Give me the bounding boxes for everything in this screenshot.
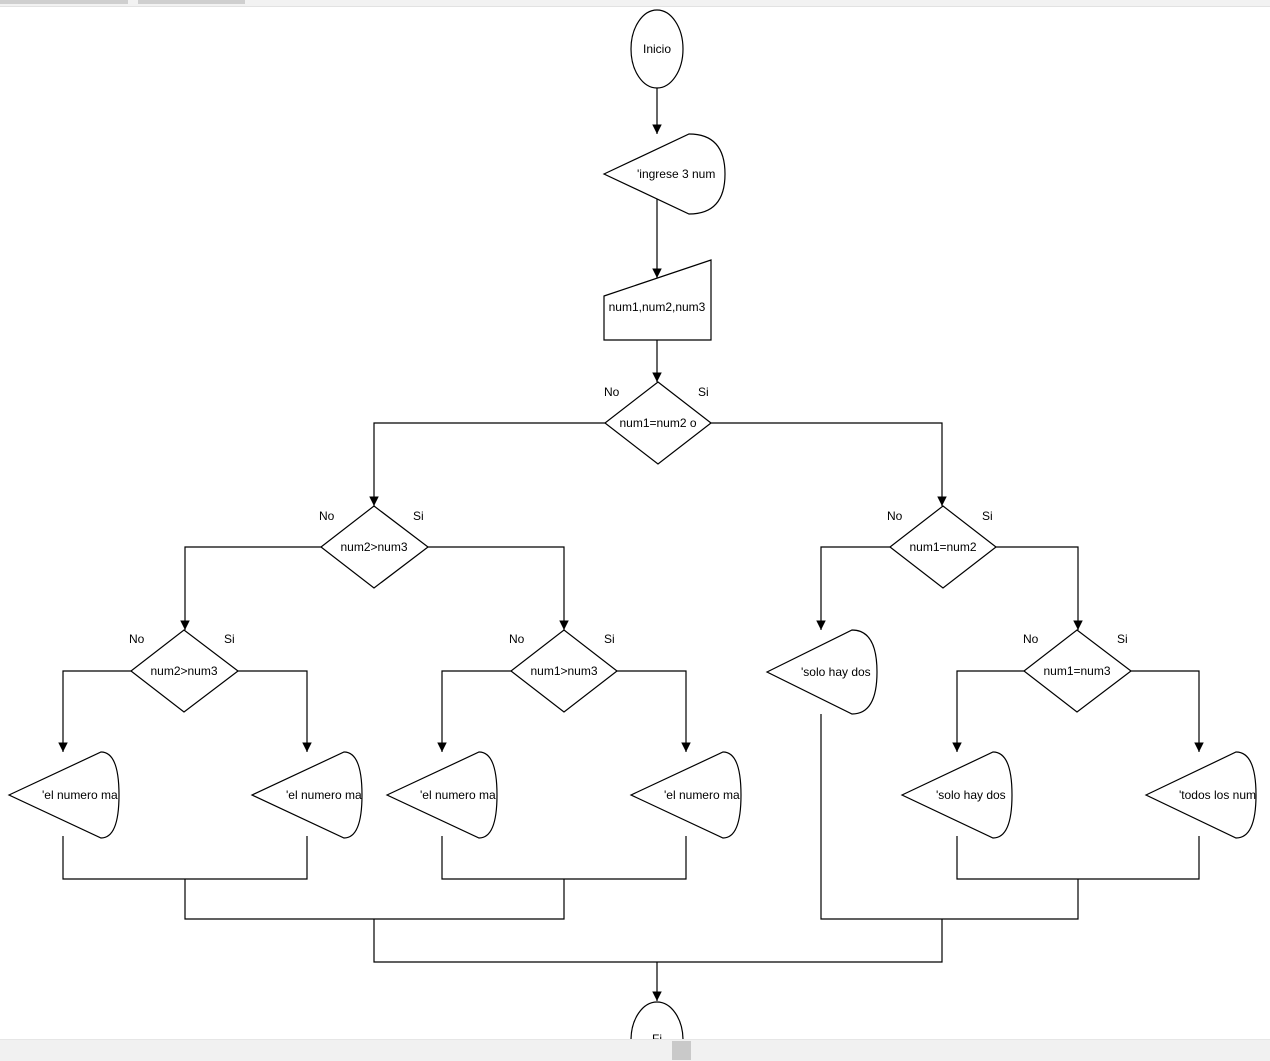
top-toolbar-strip — [0, 0, 1270, 7]
display-node-out-1[interactable]: 'el numero ma — [7, 751, 120, 839]
decision-right-label: num1=num2 — [909, 540, 976, 554]
branch-no-label: No — [887, 509, 903, 523]
display-node-prompt[interactable]: 'ingrese 3 num — [602, 133, 726, 215]
branch-si-label: Si — [1117, 632, 1128, 646]
branch-no-label: No — [129, 632, 145, 646]
display-node-out-2[interactable]: 'el numero ma — [250, 751, 363, 839]
decision-left-label: num2>num3 — [340, 540, 407, 554]
output-todos-label: 'todos los num — [1179, 788, 1256, 802]
decision-ll-label: num2>num3 — [150, 664, 217, 678]
output-solo-2-label: 'solo hay dos — [936, 788, 1006, 802]
branch-no-label: No — [604, 385, 620, 399]
horizontal-scrollbar[interactable] — [0, 1039, 1270, 1061]
input-label: num1,num2,num3 — [609, 300, 706, 314]
decision-node-left[interactable]: num2>num3 — [320, 505, 429, 589]
toolbar-tab[interactable] — [0, 0, 128, 4]
branch-si-label: Si — [413, 509, 424, 523]
decision-node-lr[interactable]: num1>num3 — [510, 629, 618, 713]
display-node-todos[interactable]: 'todos los num — [1144, 751, 1257, 839]
branch-si-label: Si — [982, 509, 993, 523]
branch-si-label: Si — [224, 632, 235, 646]
output-solo-1-label: 'solo hay dos — [801, 665, 871, 679]
output-3-label: 'el numero ma — [420, 788, 496, 802]
output-2-label: 'el numero ma — [286, 788, 362, 802]
toolbar-tab[interactable] — [138, 0, 245, 4]
start-node[interactable]: Inicio — [630, 9, 684, 89]
branch-si-label: Si — [698, 385, 709, 399]
scrollbar-thumb[interactable] — [672, 1041, 691, 1060]
display-node-out-4[interactable]: 'el numero ma — [629, 751, 742, 839]
output-1-label: 'el numero ma — [42, 788, 118, 802]
branch-si-label: Si — [604, 632, 615, 646]
branch-labels: No Si No Si No Si No Si No Si No Si — [129, 385, 1128, 646]
display-node-solo-2[interactable]: 'solo hay dos — [900, 751, 1013, 839]
end-label: Fi — [652, 1032, 662, 1046]
start-label: Inicio — [643, 42, 671, 56]
decision-node-top[interactable]: num1=num2 o — [604, 381, 712, 465]
branch-no-label: No — [509, 632, 525, 646]
decision-node-right[interactable]: num1=num2 — [889, 505, 997, 589]
display-node-solo-1[interactable]: 'solo hay dos — [765, 629, 878, 715]
output-4-label: 'el numero ma — [664, 788, 740, 802]
decision-node-rr[interactable]: num1=num3 — [1023, 629, 1132, 713]
branch-no-label: No — [1023, 632, 1039, 646]
prompt-label: 'ingrese 3 num — [637, 167, 715, 181]
input-node[interactable]: num1,num2,num3 — [603, 259, 712, 341]
connector-lines — [58, 88, 1204, 1001]
display-node-out-3[interactable]: 'el numero ma — [385, 751, 498, 839]
decision-node-ll[interactable]: num2>num3 — [130, 629, 239, 713]
branch-no-label: No — [319, 509, 335, 523]
decision-top-label: num1=num2 o — [619, 416, 696, 430]
decision-rr-label: num1=num3 — [1043, 664, 1110, 678]
decision-lr-label: num1>num3 — [530, 664, 597, 678]
end-node[interactable]: Fi — [630, 1001, 684, 1061]
